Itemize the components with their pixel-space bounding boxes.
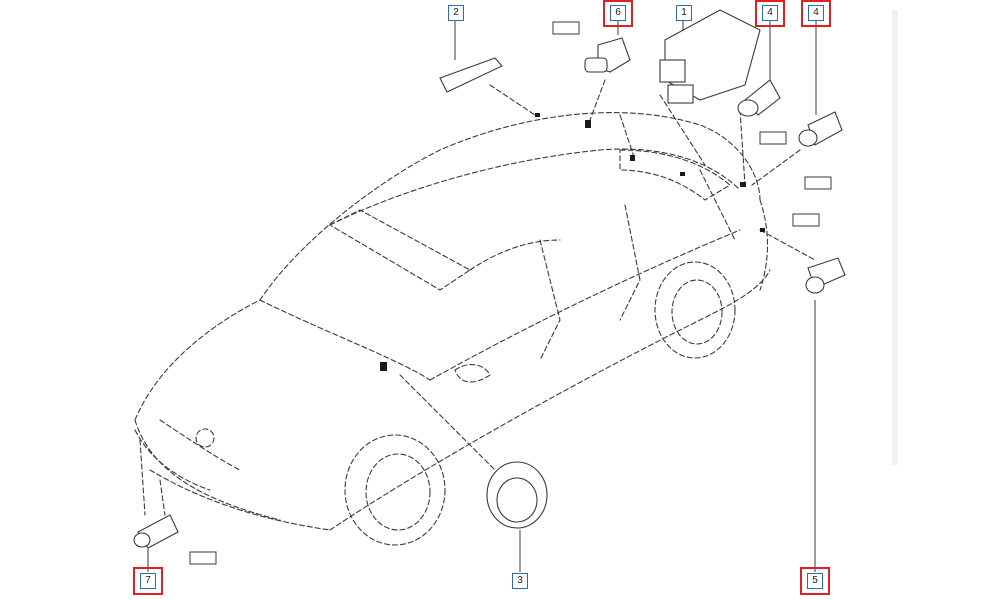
mirror bbox=[454, 364, 491, 383]
leader-6b bbox=[619, 114, 636, 161]
front-emblem bbox=[195, 428, 215, 448]
clip-mark bbox=[535, 113, 540, 117]
leader-5 bbox=[759, 229, 816, 261]
callout-6: 6 bbox=[610, 5, 626, 21]
tag-box-5 bbox=[792, 213, 820, 227]
clip-mark bbox=[680, 172, 685, 176]
rear-end bbox=[759, 199, 769, 291]
callout-1: 1 bbox=[676, 5, 692, 21]
callout-7: 7 bbox=[140, 573, 156, 589]
grille bbox=[134, 429, 211, 491]
part-7-head bbox=[133, 532, 151, 548]
door-split-2 bbox=[619, 204, 641, 321]
clip-mark bbox=[760, 228, 765, 232]
part-4a-head bbox=[737, 99, 759, 117]
callout-2: 2 bbox=[448, 5, 464, 21]
rear-wheel bbox=[654, 261, 736, 359]
clip-mark bbox=[380, 362, 387, 371]
part-6-sensor-head bbox=[584, 57, 608, 73]
car-roof-line bbox=[329, 148, 741, 226]
rear-window bbox=[619, 149, 731, 201]
a-pillar bbox=[469, 239, 561, 271]
clip-mark bbox=[740, 182, 746, 187]
leader-6 bbox=[589, 79, 606, 121]
part-1-connector-a bbox=[659, 59, 686, 83]
callout-3: 3 bbox=[512, 573, 528, 589]
part-5-head bbox=[805, 276, 825, 294]
bumper-lower bbox=[149, 469, 331, 531]
hood-front bbox=[134, 299, 261, 421]
front-wheel-inner bbox=[365, 453, 431, 531]
hood-line bbox=[259, 299, 431, 381]
belt-line bbox=[429, 229, 741, 381]
leader-7b bbox=[159, 479, 166, 516]
door-split-1 bbox=[539, 239, 561, 361]
rear-pillar bbox=[699, 169, 736, 241]
clip-mark bbox=[630, 155, 635, 161]
car-body-outline bbox=[259, 112, 761, 301]
callout-4a: 4 bbox=[762, 5, 778, 21]
headlight bbox=[159, 419, 241, 471]
tag-box-4b bbox=[804, 176, 832, 190]
scroll-edge bbox=[892, 10, 898, 465]
leader-4a bbox=[739, 109, 746, 186]
windshield bbox=[328, 209, 472, 291]
part-4b-head bbox=[798, 129, 818, 147]
front-wheel bbox=[344, 434, 446, 546]
clip-mark bbox=[585, 120, 591, 128]
tag-box-7 bbox=[189, 551, 217, 565]
rear-wheel-inner bbox=[671, 279, 723, 345]
part-3-buzzer-inner bbox=[496, 477, 538, 523]
leader-2 bbox=[489, 84, 536, 116]
part-1-connector-b bbox=[667, 84, 694, 104]
leader-4b bbox=[751, 149, 801, 186]
leader-1 bbox=[659, 94, 706, 166]
bumper-front bbox=[134, 419, 281, 521]
tag-box-6 bbox=[552, 21, 580, 35]
callout-5: 5 bbox=[807, 573, 823, 589]
tag-box-4a bbox=[759, 131, 787, 145]
part-2-antenna bbox=[439, 57, 503, 93]
leader-3 bbox=[399, 374, 501, 476]
leader-7 bbox=[139, 439, 146, 516]
side-sill bbox=[329, 269, 771, 531]
callout-4b: 4 bbox=[808, 5, 824, 21]
